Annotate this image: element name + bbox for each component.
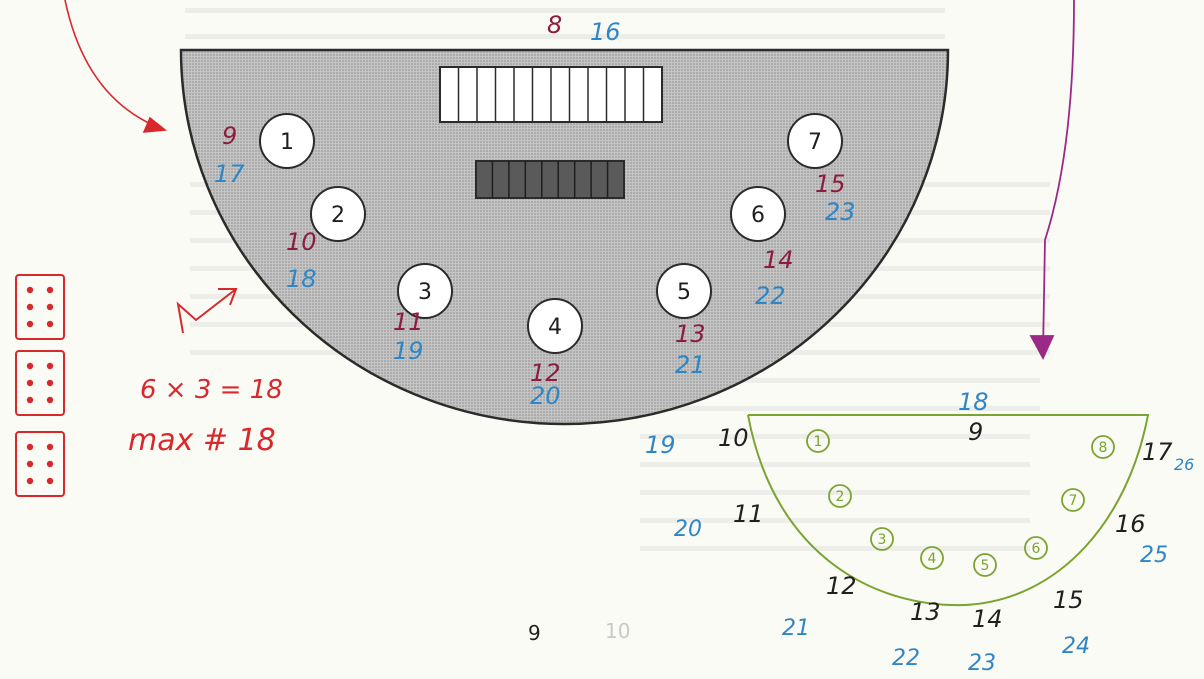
seat-2: 2	[311, 187, 365, 241]
sketch-edge-blue-label: 22	[892, 646, 920, 671]
calc-line-2: max # 18	[128, 423, 276, 458]
die-pip	[27, 287, 33, 293]
sketch-seat-number: 5	[981, 558, 990, 574]
sketch-edge-label: 12	[826, 572, 857, 600]
die-outline	[16, 275, 64, 339]
sketch-edge-blue-label: 23	[968, 651, 996, 675]
seat-number: 7	[808, 130, 822, 155]
blue-seat-label: 22	[755, 282, 786, 310]
sketch-seat-number: 3	[878, 532, 887, 548]
sketch-edge-label: 15	[1053, 586, 1084, 614]
blue-seat-label: 21	[675, 351, 706, 379]
seat-number: 3	[418, 280, 432, 305]
seat-7: 7	[788, 114, 842, 168]
red-seat-label: 14	[763, 246, 794, 274]
die-pip	[27, 397, 33, 403]
sketch-top-center: 9	[968, 418, 983, 446]
seat-4: 4	[528, 299, 582, 353]
sketch-edge-label: 13	[910, 598, 941, 626]
page-numbers: 9 10	[528, 619, 630, 645]
die-pip	[47, 287, 53, 293]
handwritten-calculation: 6 × 3 = 18 max # 18	[128, 375, 283, 458]
die-pip	[47, 380, 53, 386]
die-six-icon	[16, 275, 64, 339]
dice-group	[16, 275, 64, 496]
die-pip	[27, 478, 33, 484]
die-pip	[47, 363, 53, 369]
sketch-seat-4: 4	[921, 547, 943, 569]
sketch-left-red: 10	[718, 424, 749, 452]
sketch-edge-label: 11	[733, 500, 764, 528]
die-pip	[27, 380, 33, 386]
sketch-seat-number: 6	[1032, 541, 1041, 557]
calc-line-1: 6 × 3 = 18	[140, 375, 283, 405]
die-pip	[27, 321, 33, 327]
sketch-top-label: 18	[958, 388, 989, 416]
sketch-seat-5: 5	[974, 554, 996, 576]
sketch-edge-label: 16	[1115, 510, 1146, 538]
sketch-seat-number: 2	[836, 489, 845, 505]
die-six-icon	[16, 351, 64, 415]
die-pip	[47, 321, 53, 327]
die-six-icon	[16, 432, 64, 496]
sketch-seat-1: 1	[807, 430, 829, 452]
seat-5: 5	[657, 264, 711, 318]
sketch-edge-label: 17	[1142, 438, 1173, 466]
sketch-edge-blue-label: 26	[1174, 455, 1194, 474]
die-pip	[47, 304, 53, 310]
red-seat-label: 9	[222, 122, 237, 150]
die-pip	[47, 461, 53, 467]
sketch-seat-3: 3	[871, 528, 893, 550]
top-blue-label: 16	[590, 18, 621, 46]
seat-1: 1	[260, 114, 314, 168]
seat-number: 1	[280, 130, 294, 155]
sketch-seat-number: 1	[814, 434, 823, 450]
blue-seat-label: 20	[530, 382, 561, 410]
die-pip	[47, 444, 53, 450]
page-number-left: 9	[528, 621, 541, 645]
sketch-edge-blue-label: 21	[782, 616, 810, 641]
top-red-label: 8	[547, 11, 562, 39]
betting-layout-box	[440, 67, 662, 122]
page-number-right: 10	[605, 619, 630, 643]
blue-seat-label: 19	[393, 337, 424, 365]
sketch-seat-number: 8	[1099, 440, 1108, 456]
sketch-left-blue: 19	[645, 431, 676, 459]
die-pip	[47, 397, 53, 403]
die-pip	[27, 444, 33, 450]
red-seat-label: 10	[286, 228, 317, 256]
blue-seat-label: 23	[825, 198, 856, 226]
seat-number: 6	[751, 203, 765, 228]
blue-seat-label: 17	[214, 160, 245, 188]
die-outline	[16, 351, 64, 415]
red-seat-label: 15	[815, 170, 846, 198]
purple-arrow	[1031, 0, 1074, 358]
sketch-seat-8: 8	[1092, 436, 1114, 458]
seat-number: 5	[677, 280, 691, 305]
sketch-seat-7: 7	[1062, 489, 1084, 511]
red-seat-label: 11	[393, 308, 424, 336]
seat-number: 4	[548, 315, 562, 340]
sketch-seat-number: 7	[1069, 493, 1078, 509]
sketch-edge-blue-label: 25	[1140, 543, 1168, 568]
sketch-edge-label: 14	[972, 605, 1003, 633]
red-seat-label: 13	[675, 320, 706, 348]
seat-6: 6	[731, 187, 785, 241]
blue-seat-label: 18	[286, 265, 317, 293]
chip-tray	[476, 161, 624, 198]
red-curved-arrow	[65, 0, 165, 132]
die-outline	[16, 432, 64, 496]
sketch-edge-blue-label: 20	[674, 517, 702, 542]
sketch-seat-number: 4	[928, 551, 937, 567]
die-pip	[27, 304, 33, 310]
die-pip	[47, 478, 53, 484]
die-pip	[27, 461, 33, 467]
die-pip	[27, 363, 33, 369]
seat-number: 2	[331, 203, 345, 228]
sketch-seat-2: 2	[829, 485, 851, 507]
sketch-edge-blue-label: 24	[1062, 634, 1090, 659]
